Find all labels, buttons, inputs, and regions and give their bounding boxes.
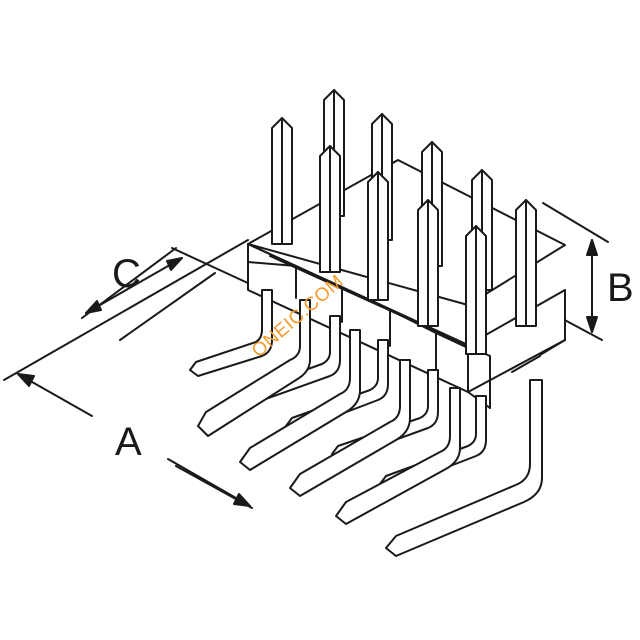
pin-front-4 (465, 225, 487, 355)
pin-front-5 (515, 199, 537, 327)
pin-front-3 (417, 199, 439, 327)
bent-pin-1 (189, 289, 273, 377)
bent-pin-10 (385, 379, 543, 557)
bent-pin-7 (239, 329, 361, 471)
pins-bent-tails (189, 289, 543, 557)
dimension-a-label: A (115, 420, 142, 464)
dimension-c-label: C (112, 252, 141, 296)
bent-pin-9 (335, 387, 461, 525)
bent-pin-6 (197, 299, 311, 437)
pins-front-row (319, 145, 537, 355)
pin-front-2 (367, 171, 389, 301)
dimension-b-label: B (607, 266, 634, 310)
dimension-b (542, 202, 609, 341)
dimension-c (81, 247, 277, 341)
housing-right-edge (511, 289, 566, 373)
pin-back-1 (271, 117, 293, 245)
bent-pin-8 (289, 359, 411, 497)
pin-front-1 (319, 145, 341, 273)
